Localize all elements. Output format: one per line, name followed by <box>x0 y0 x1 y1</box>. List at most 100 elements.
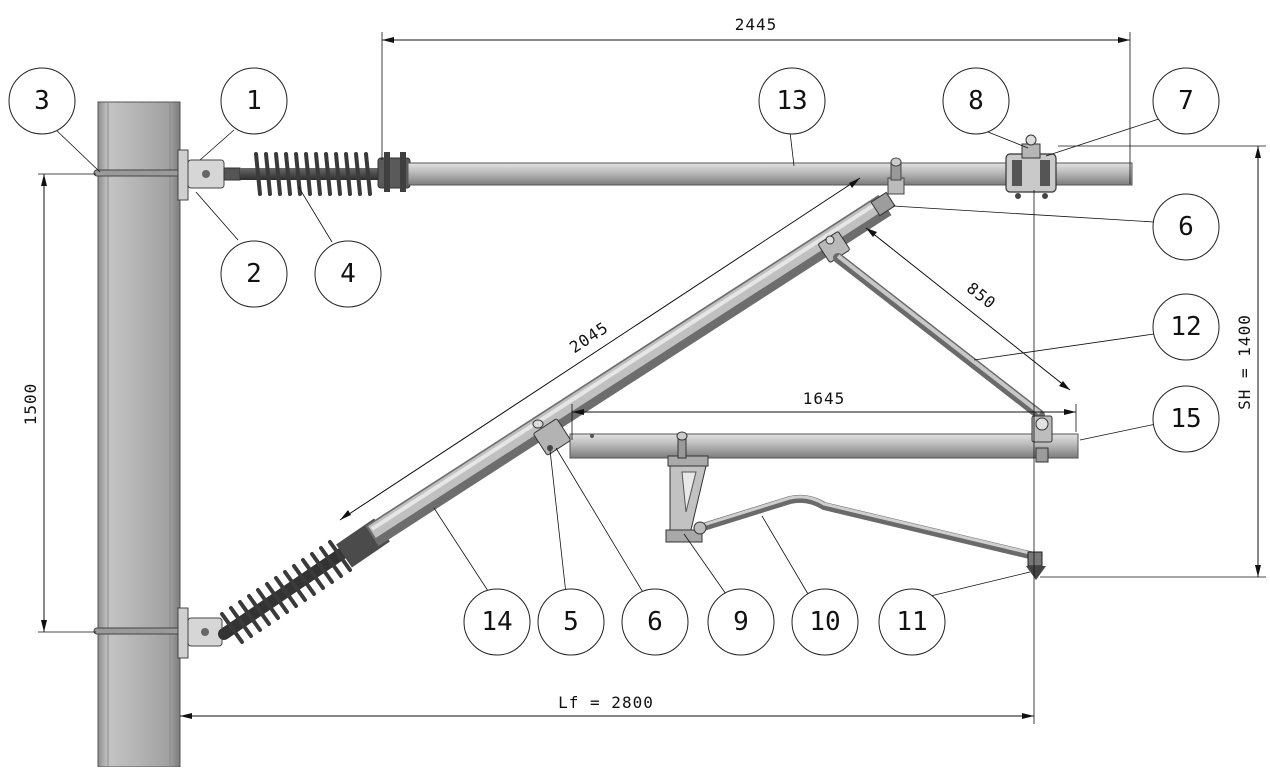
upper-bracket <box>177 149 241 201</box>
callout-11: 11 <box>878 588 946 656</box>
callout-circle <box>758 67 826 135</box>
callout-circle <box>621 588 689 656</box>
callout-circle <box>463 588 531 656</box>
callout-number: 1 <box>246 86 262 116</box>
insulator-shed <box>294 152 302 196</box>
insulator-shed <box>247 594 271 626</box>
callout-15: 15 <box>1152 385 1220 453</box>
insulator-shed <box>264 152 272 196</box>
insulator-shed <box>314 152 322 196</box>
mast-pole <box>97 101 181 768</box>
callout-circle <box>220 67 288 135</box>
insulator-shed <box>364 152 372 196</box>
callout-9: 9 <box>707 588 775 656</box>
pole-clamp-upper <box>93 169 187 177</box>
callout-circle <box>1152 67 1220 135</box>
insulator-shed <box>301 558 325 590</box>
dim-stay-tube: 1645 <box>571 389 1077 440</box>
contact-wire-clamp <box>1026 551 1046 580</box>
callout-number: 10 <box>809 607 840 637</box>
insulator-shed <box>292 564 316 596</box>
dim-system-height-label: SH = 1400 <box>1235 314 1254 410</box>
callout-circle <box>314 240 382 308</box>
insulator-shed <box>229 606 253 638</box>
callout-number: 6 <box>1178 212 1194 242</box>
insulator-shed <box>283 570 307 602</box>
dim-diagonal-brace: 2045 <box>339 177 861 521</box>
callout-number: 15 <box>1170 404 1201 434</box>
insulator-shed <box>304 152 312 196</box>
insulator-shed <box>284 152 292 196</box>
stay-tube <box>569 433 1079 459</box>
insulator-shed <box>238 600 262 632</box>
callout-circle <box>878 588 946 656</box>
insulator-shed <box>328 540 352 572</box>
callout-number: 12 <box>1170 312 1201 342</box>
callout-number: 6 <box>647 607 663 637</box>
callout-number: 3 <box>34 86 50 116</box>
leader-lines <box>53 115 1169 601</box>
dim-fitting-length-label: Lf = 2800 <box>558 693 654 712</box>
callout-number: 9 <box>733 607 749 637</box>
strut-upper-clip <box>818 231 850 263</box>
insulator-shed <box>274 152 282 196</box>
dim-system-height: SH = 1400 <box>1040 145 1266 578</box>
insulator-shed <box>256 588 280 620</box>
callout-number: 14 <box>481 607 512 637</box>
upper-insulator-sheds <box>254 152 372 196</box>
callout-circle <box>942 67 1010 135</box>
diagonal-brace-tube <box>365 194 892 547</box>
callout-4: 4 <box>314 240 382 308</box>
callout-14: 14 <box>463 588 531 656</box>
insulator-shed <box>319 546 343 578</box>
callout-circle <box>1152 193 1220 261</box>
insulator-shed <box>310 552 334 584</box>
steady-arm <box>693 494 1038 560</box>
callout-number: 8 <box>968 86 984 116</box>
insulator-shed <box>254 152 262 196</box>
insulator-shed <box>265 582 289 614</box>
strut-tube <box>833 253 1045 420</box>
insulator-shed <box>324 152 332 196</box>
dim-stay-tube-label: 1645 <box>803 389 846 408</box>
insulator-shed <box>344 152 352 196</box>
top-tube-swivel-clip <box>887 157 905 195</box>
callout-circle <box>707 588 775 656</box>
callout-number: 13 <box>776 86 807 116</box>
callout-number: 5 <box>563 607 579 637</box>
callout-13: 13 <box>758 67 826 135</box>
callout-2: 2 <box>220 240 288 308</box>
callout-3: 3 <box>8 67 76 135</box>
brace-upper-clip <box>870 191 896 217</box>
callout-circle <box>220 240 288 308</box>
callout-1: 1 <box>220 67 288 135</box>
lower-insulator-sheds <box>220 540 352 644</box>
lower-bracket <box>177 607 223 659</box>
dim-top-length: 2445 <box>381 15 1131 184</box>
callout-10: 10 <box>791 588 859 656</box>
callout-number: 2 <box>246 259 262 289</box>
callout-8: 8 <box>942 67 1010 135</box>
callout-12: 12 <box>1152 293 1220 361</box>
insulator-shed <box>220 612 244 644</box>
strut-lower-clamp <box>1031 415 1053 463</box>
registration-clamp <box>1005 134 1057 199</box>
callout-7: 7 <box>1152 67 1220 135</box>
callout-number: 4 <box>340 259 356 289</box>
callout-6: 6 <box>1152 193 1220 261</box>
callout-circle <box>537 588 605 656</box>
callout-circle <box>791 588 859 656</box>
callout-6: 6 <box>621 588 689 656</box>
callout-number: 7 <box>1178 86 1194 116</box>
callout-number: 11 <box>896 607 927 637</box>
pole-clamp-lower <box>93 627 187 635</box>
insulator-shed <box>354 152 362 196</box>
dim-fitting-length: Lf = 2800 <box>180 190 1035 724</box>
dim-pole-spacing: 1500 <box>21 173 96 633</box>
dim-strut-label: 850 <box>963 278 1000 313</box>
top-tube <box>407 162 1133 186</box>
steady-arm-bracket <box>665 431 709 543</box>
stay-tube-hinge <box>532 418 571 456</box>
